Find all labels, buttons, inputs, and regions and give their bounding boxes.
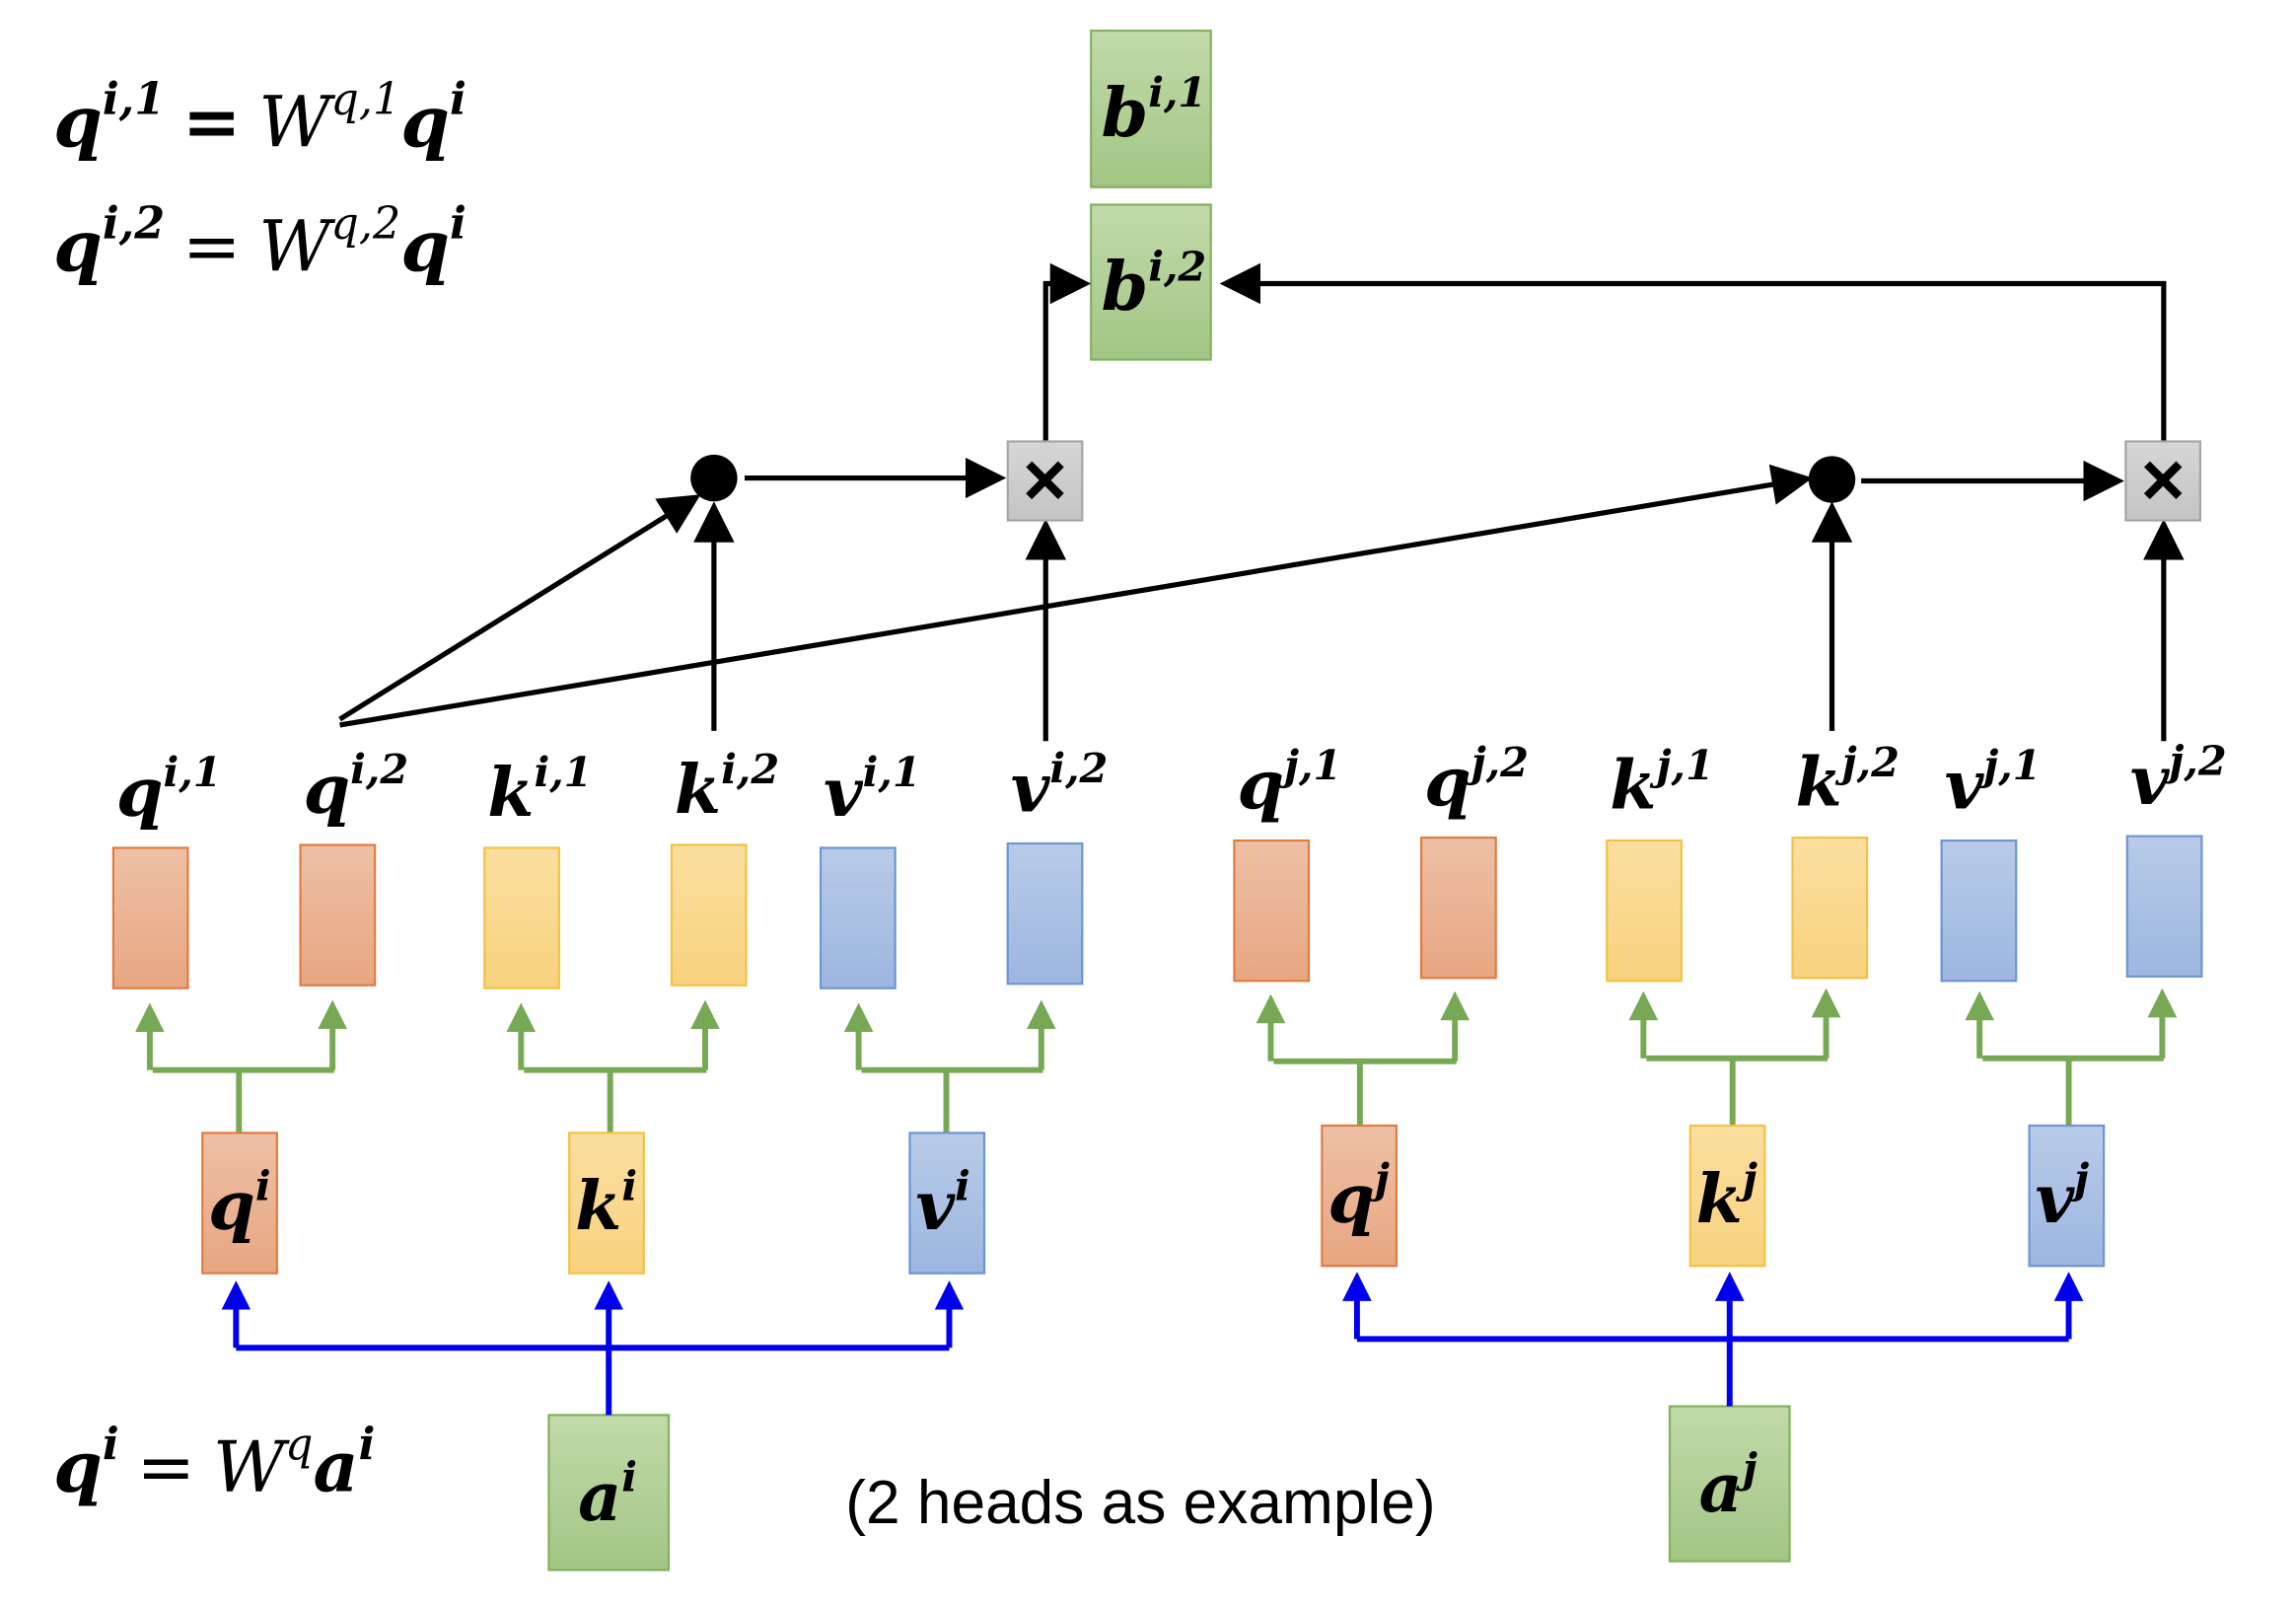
output-b-i1: bi,1 [1090,30,1212,188]
svg-text:qi,1=Wq,1qi: qi,1=Wq,1qi [53,74,466,164]
svg-text:bi,2: bi,2 [1102,243,1207,328]
svg-text:qi=Wqai: qi=Wqai [53,1419,375,1508]
mid-vector-q-j: qj [1321,1124,1399,1268]
svg-text:qj,2: qj,2 [1424,738,1529,823]
svg-text:qj,1: qj,1 [1237,741,1341,826]
mid-vector-k-j: kj [1688,1124,1766,1268]
svg-text:vj,1: vj,1 [1945,741,2042,826]
mid-vector-v-j: vj [2028,1124,2106,1268]
head-vector-v-i-2: vi,2 [1006,744,1109,986]
head-vector-k-i-1: ki,1 [483,748,593,989]
head-vector-k-j-2: kj,2 [1791,738,1900,980]
head-vector-q-i-1: qi,1 [111,748,222,989]
svg-text:ki,2: ki,2 [675,745,779,830]
head-vector-q-j-1: qj,1 [1233,741,1341,983]
mid-vector-k-i: ki [568,1132,645,1275]
mid-vector-v-i: vi [908,1132,986,1275]
svg-text:qi,1: qi,1 [116,748,222,833]
svg-text:ki,1: ki,1 [487,748,592,833]
svg-text:qi,2: qi,2 [304,745,409,830]
blue-connectors [221,1272,2084,1416]
head-vector-v-j-2: vj,2 [2125,736,2227,978]
dot-product-node-1 [690,454,738,502]
multiply-node-1: × [1006,438,1084,523]
formula-head-1: qi,1=Wq,1qi [53,74,466,164]
svg-text:kj,2: kj,2 [1795,738,1900,823]
attention-arrows [338,262,2185,742]
input-a-i: ai [547,1414,671,1571]
head-vector-q-i-2: qi,2 [299,745,409,987]
multiply-icon: × [2141,438,2186,523]
head-vector-v-j-1: vj,1 [1940,741,2042,983]
head-vector-k-j-1: kj,1 [1606,741,1714,983]
head-vector-v-i-1: vi,1 [819,748,921,989]
input-a-j: aj [1668,1405,1791,1563]
svg-text:ki: ki [575,1162,637,1247]
svg-text:kj: kj [1696,1154,1758,1239]
formula-projection: qi=Wqai [53,1419,375,1508]
caption: (2 heads as example) [845,1469,1435,1537]
svg-text:bi,1: bi,1 [1102,68,1207,153]
multiply-node-2: × [2124,438,2202,523]
dot-product-node-2 [1808,456,1856,503]
svg-text:aj: aj [1699,1444,1758,1529]
svg-text:qi,2=Wq,2qi: qi,2=Wq,2qi [53,198,466,288]
head-vector-q-j-2: qj,2 [1419,738,1529,980]
head-vectors: qi,1 qi,2 ki,1 ki,2 vi,1 vi,2 qj,1 qj,2 kj,1 kj,2… [111,736,2227,989]
svg-text:ai: ai [578,1452,637,1537]
mid-vector-q-i: qi [201,1132,278,1275]
head-vector-k-i-2: ki,2 [670,745,779,987]
svg-text:vj,2: vj,2 [2130,736,2227,821]
mid-vectors: qi ki vi qj kj vj [201,1124,2106,1275]
svg-text:qi: qi [208,1162,270,1247]
multiply-icon: × [1023,438,1067,523]
svg-text:vj: vj [2035,1154,2089,1239]
svg-text:vi: vi [915,1162,969,1247]
formula-head-2: qi,2=Wq,2qi [53,198,466,288]
green-connectors [135,987,2178,1133]
svg-text:kj,1: kj,1 [1610,741,1714,826]
svg-text:vi,1: vi,1 [824,748,921,833]
svg-text:vi,2: vi,2 [1011,744,1109,829]
output-b-i2: bi,2 [1090,203,1212,361]
svg-text:qj: qj [1327,1154,1390,1239]
